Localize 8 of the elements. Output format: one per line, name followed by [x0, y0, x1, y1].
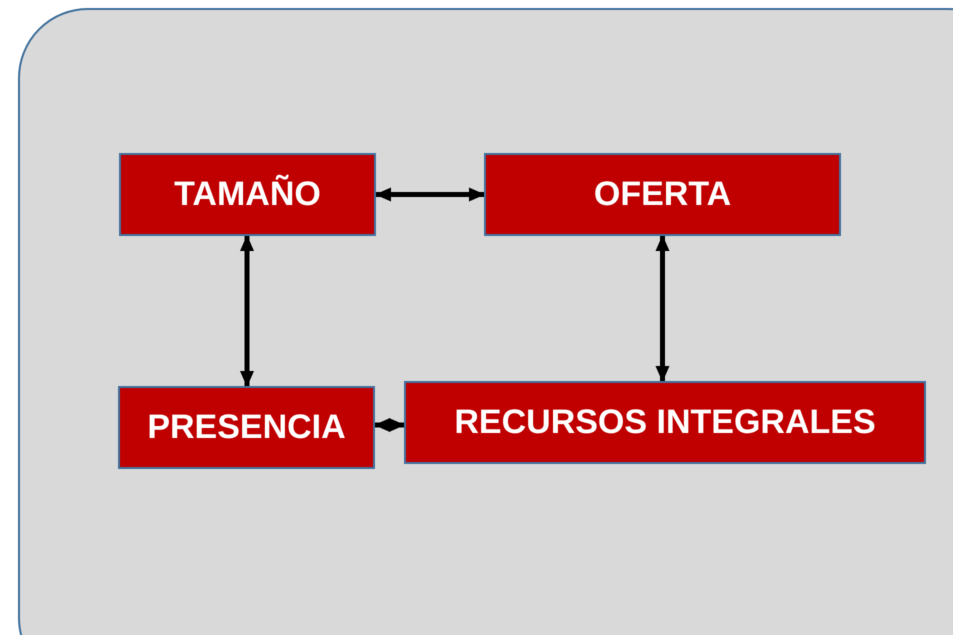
double-arrow: [240, 235, 254, 387]
double-arrow: [656, 235, 670, 382]
double-arrow: [374, 418, 405, 432]
process-box: PRESENCIA: [118, 386, 375, 469]
process-box: RECURSOS INTEGRALES: [404, 381, 926, 464]
double-arrow: [375, 188, 485, 202]
process-box: OFERTA: [484, 153, 841, 236]
process-box: TAMAÑO: [119, 153, 376, 236]
